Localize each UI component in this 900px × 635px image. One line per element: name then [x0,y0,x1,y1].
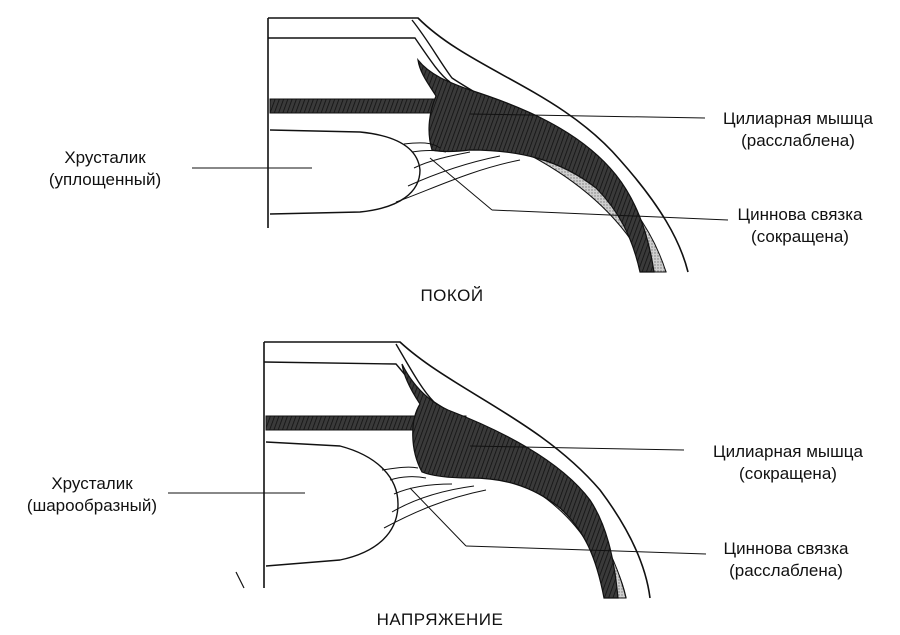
lens-label-line1: Хрусталик [64,148,146,167]
zonule-label-line1: Циннова связка [738,205,863,224]
panel-caption-tension: НАПРЯЖЕНИЕ [377,610,504,629]
eye-inner-wall [264,362,432,404]
panel-tension: Хрусталик (шарообразный) Цилиарная мышца… [27,342,864,629]
stray-mark [236,572,244,588]
panel-caption-rest: ПОКОЙ [420,286,483,305]
muscle-label-line1: Цилиарная мышца [713,442,863,461]
zonule-label-line2: (расслаблена) [729,561,843,580]
iris-bar [270,99,450,113]
ciliary-muscle-shape [402,364,618,598]
zonule-label-line1: Циннова связка [724,539,849,558]
panel-rest: Хрусталик (уплощенный) Цилиарная мышца (… [49,18,874,305]
lens-round [266,442,398,566]
muscle-label-line2: (сокращена) [739,464,837,483]
muscle-label-line2: (расслаблена) [741,131,855,150]
ciliary-muscle-shape [418,60,654,272]
muscle-label-line1: Цилиарная мышца [723,109,873,128]
lens-label-line2: (шарообразный) [27,496,157,515]
zonule-label-line2: (сокращена) [751,227,849,246]
lens-label-line2: (уплощенный) [49,170,161,189]
zonule-leader-line-b [466,546,706,554]
lens-label-line1: Хрусталик [51,474,133,493]
